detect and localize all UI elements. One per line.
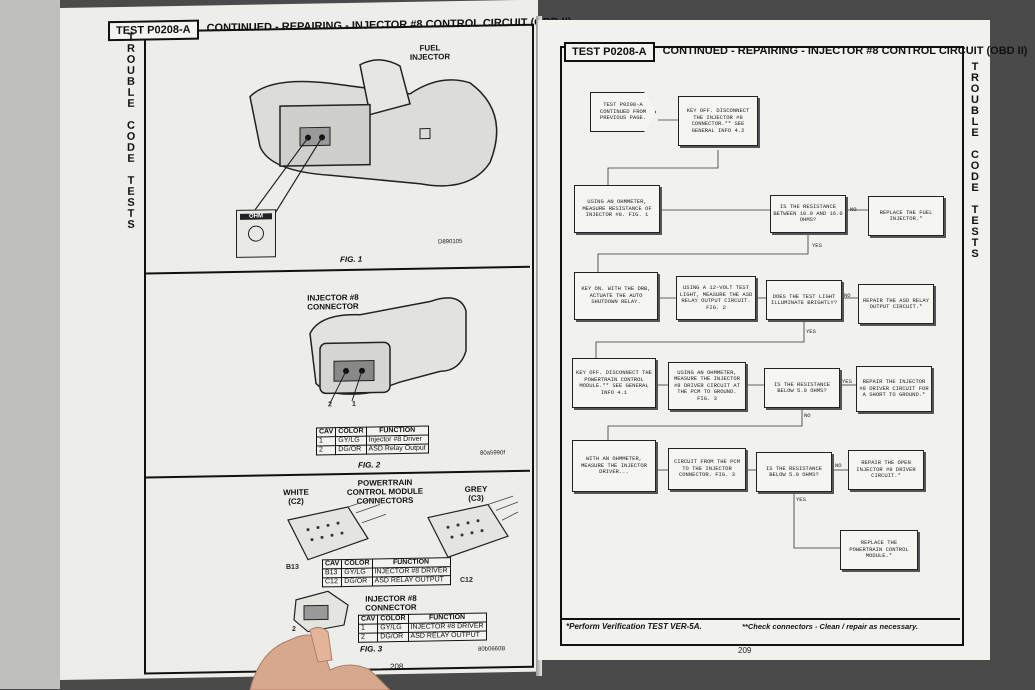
flow-step-test-light: USING A 12-VOLT TEST LIGHT, MEASURE THE … <box>676 276 756 320</box>
flow-no-1: NO <box>850 206 857 213</box>
flow-result-repair-asd: REPAIR THE ASD RELAY OUTPUT CIRCUIT.* <box>858 284 934 324</box>
flow-step-measure-resistance: USING AN OHMMETER, MEASURE RESISTANCE OF… <box>574 185 660 233</box>
flow-decision-short-to-ground: IS THE RESISTANCE BELOW 5.0 OHMS? <box>764 368 840 408</box>
hand-holding-book <box>249 626 391 690</box>
flow-result-repair-short: REPAIR THE INJECTOR #8 DRIVER CIRCUIT FO… <box>856 366 932 412</box>
left-page: TEST P0208-A CONTINUED - REPAIRING - INJ… <box>60 0 571 680</box>
flow-yes-1: YES <box>812 242 822 249</box>
flow-no-2: NO <box>844 292 851 299</box>
flowchart-lines <box>595 119 868 549</box>
flow-no-4: NO <box>835 462 842 469</box>
right-test-id: TEST P0208-A <box>564 42 655 62</box>
flow-step-measure-injector-driver: WITH AN OHMMETER, MEASURE THE INJECTOR D… <box>572 440 656 492</box>
footer-connectors-note: **Check connectors - Clean / repair as n… <box>742 622 919 631</box>
c12-label: C12 <box>460 576 473 585</box>
flow-decision-test-light: DOES THE TEST LIGHT ILLUMINATE BRIGHTLY? <box>766 280 842 320</box>
background-desk <box>0 0 60 689</box>
fig1-caption: FIG. 1 <box>340 254 363 265</box>
right-title: CONTINUED - REPAIRING - INJECTOR #8 CONT… <box>662 45 1028 57</box>
fig2-code: 80a5990f <box>480 450 506 457</box>
fuel-injector-drawing <box>249 59 498 222</box>
flow-yes-2: YES <box>806 328 816 335</box>
fig1-code: D890105 <box>438 238 463 246</box>
flow-yes-4: YES <box>796 496 806 503</box>
injector-connector-small-drawing <box>293 590 349 633</box>
right-page-number: 209 <box>738 646 752 655</box>
flow-result-replace-pcm: REPLACE THE POWERTRAIN CONTROL MODULE.* <box>840 530 918 570</box>
footer-verification-note: *Perform Verification TEST VER-5A. <box>566 622 702 631</box>
flow-result-replace-injector: REPLACE THE FUEL INJECTOR.* <box>868 196 944 236</box>
ohmmeter-icon: OHM <box>236 209 276 258</box>
footer-divider <box>562 618 960 620</box>
fig3-code: 80b0660B <box>478 646 506 653</box>
b13-label: B13 <box>286 563 299 572</box>
ohmmeter-display: OHM <box>240 213 272 220</box>
flow-step-disconnect-injector: KEY OFF. DISCONNECT THE INJECTOR #8 CONN… <box>678 96 758 146</box>
flow-decision-open-circuit: IS THE RESISTANCE BELOW 5.0 OHMS? <box>756 452 832 492</box>
flow-decision-resistance-range: IS THE RESISTANCE BETWEEN 10.0 AND 16.0 … <box>770 195 846 233</box>
left-page-number: 208 <box>390 662 404 672</box>
flow-step-circuit-pcm-to-injector: CIRCUIT FROM THE PCM TO THE INJECTOR CON… <box>668 448 746 490</box>
flow-start: TEST P0208-A CONTINUED FROM PREVIOUS PAG… <box>590 92 656 132</box>
right-page-frame <box>560 46 964 646</box>
flow-step-actuate-asd-relay: KEY ON. WITH THE DRB, ACTUATE THE AUTO S… <box>574 272 658 320</box>
flow-step-disconnect-pcm: KEY OFF. DISCONNECT THE POWERTRAIN CONTR… <box>572 358 656 408</box>
flow-result-repair-open: REPAIR THE OPEN INJECTOR #8 DRIVER CIRCU… <box>848 450 924 490</box>
fig2-caption: FIG. 2 <box>358 460 381 470</box>
right-header: TEST P0208-A CONTINUED - REPAIRING - INJ… <box>564 42 1035 62</box>
injector-connector-drawing <box>309 297 467 404</box>
pcm-connectors-drawing <box>287 495 519 561</box>
right-page: TEST P0208-A CONTINUED - REPAIRING - INJ… <box>538 20 1027 660</box>
flow-step-measure-driver-circuit: USING AN OHMMETER, MEASURE THE INJECTOR … <box>668 362 746 410</box>
pin-1-label: 1 <box>352 400 356 408</box>
flow-yes-3: YES <box>842 378 852 385</box>
flow-no-3: NO <box>804 412 811 419</box>
pin-2-label: 2 <box>328 401 332 409</box>
